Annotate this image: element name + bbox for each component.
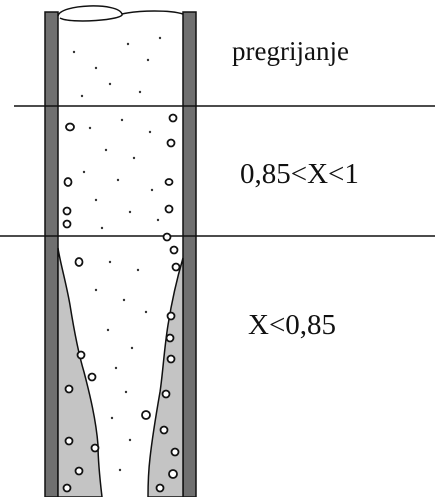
tube-wall-left bbox=[44, 11, 59, 497]
zone-label-low-quality: X<0,85 bbox=[248, 309, 337, 341]
zone-label-superheating: pregrijanje bbox=[232, 36, 349, 66]
liquid-film-right bbox=[147, 257, 184, 497]
tube-wall-right bbox=[182, 11, 197, 497]
zone-label-mid-quality: 0,85<X<1 bbox=[240, 158, 359, 190]
tube-top-meniscus bbox=[57, 5, 184, 22]
droplet-dots bbox=[72, 36, 162, 472]
liquid-film-left bbox=[57, 247, 103, 497]
vapor-bubbles bbox=[62, 113, 181, 493]
